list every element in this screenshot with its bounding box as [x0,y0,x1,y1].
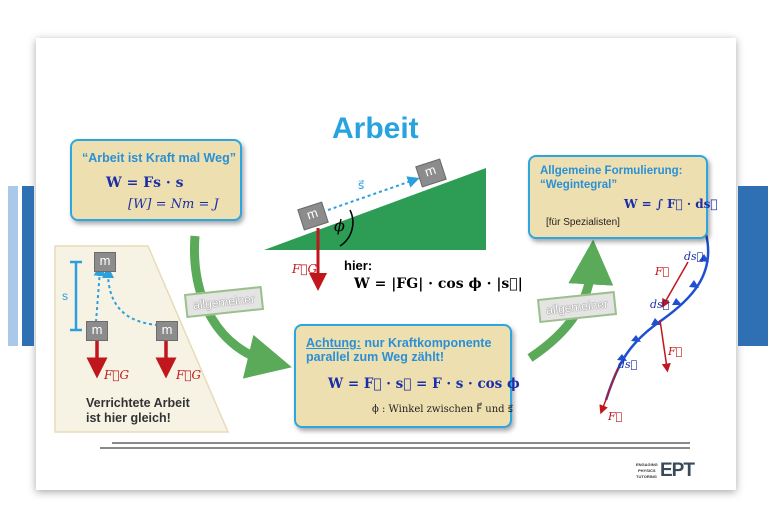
integral-formula: W = ∫ F⃗ · ds⃗ [624,197,718,211]
path-force-label-3: F⃗ [608,410,623,423]
left-bar-light [8,186,18,346]
lift-panel [54,245,230,433]
integral-line1: Allgemeine Formulierung: [540,165,683,177]
path-force-label-2: F⃗ [668,345,683,358]
path-force-label-1: F⃗ [655,265,670,278]
hier-label: hier: [344,258,373,273]
page-title: Arbeit [332,112,419,145]
integral-line2: “Wegintegral” [540,179,618,191]
box-component: Achtung: nur Kraftkomponente parallel zu… [294,324,520,428]
incline-force-label: F⃗G [292,262,318,276]
left-bar-dark [22,186,34,346]
lift-force-label-1: F⃗G [104,368,130,382]
lift-block-top: m [94,252,116,272]
logo-small-1: ENGAGING [636,462,658,467]
incline-phi: ϕ [334,216,345,235]
path-ds-label-3: ds⃗ [618,358,638,371]
hier-formula: W = |FG| · cos ϕ · |s⃗| [354,276,523,292]
logo-big: EPT [660,460,695,481]
path-force-arrow-2 [659,319,671,373]
definition-unit: [W] = Nm = J [128,197,219,212]
lift-s-label: s [62,289,68,303]
path-direction-marks [617,254,709,361]
angle-arc [339,209,354,247]
component-formula: W = F⃗ · s⃗ = F · s · cos ϕ [328,376,520,392]
lift-block-bottom-right: m [156,321,178,341]
path-force-arrow-1 [661,261,689,308]
lift-path-straight [93,264,106,323]
green-arrow-left [189,235,292,379]
logo-small-3: TUTORING [636,474,657,479]
component-text: Achtung: nur Kraftkomponente parallel zu… [306,336,506,364]
path-ds-label-1: ds⃗ [684,250,704,263]
definition-formula: W = Fs · s [106,175,184,191]
box-definition: “Arbeit ist Kraft mal Weg” W = Fs · s [W… [70,139,242,221]
right-bar-dark [738,186,768,346]
box-integral: Allgemeine Formulierung: “Wegintegral” W… [528,155,718,239]
integral-note: [für Spezialisten] [546,217,620,228]
incline-s-label: s⃗ [358,178,365,192]
logo-small-2: PHYSICS [638,468,656,473]
definition-quote: “Arbeit ist Kraft mal Weg” [82,151,236,165]
path-force-arrow-3 [599,367,619,415]
ept-logo: ENGAGING PHYSICS TUTORING EPT [636,460,696,482]
lift-force-label-2: F⃗G [176,368,202,382]
lift-caption-1: Verrichtete Arbeit [86,396,190,410]
component-note: ϕ : Winkel zwischen F⃗ und s⃗ [372,404,513,415]
lift-path-curved [102,266,159,326]
lift-caption-2: ist hier gleich! [86,411,171,425]
component-heading: Achtung: [306,336,361,350]
lift-block-bottom-left: m [86,321,108,341]
component-body: nur Kraftkomponente parallel zum Weg zäh… [306,336,492,364]
path-ds-label-2: ds⃗ [650,298,670,311]
